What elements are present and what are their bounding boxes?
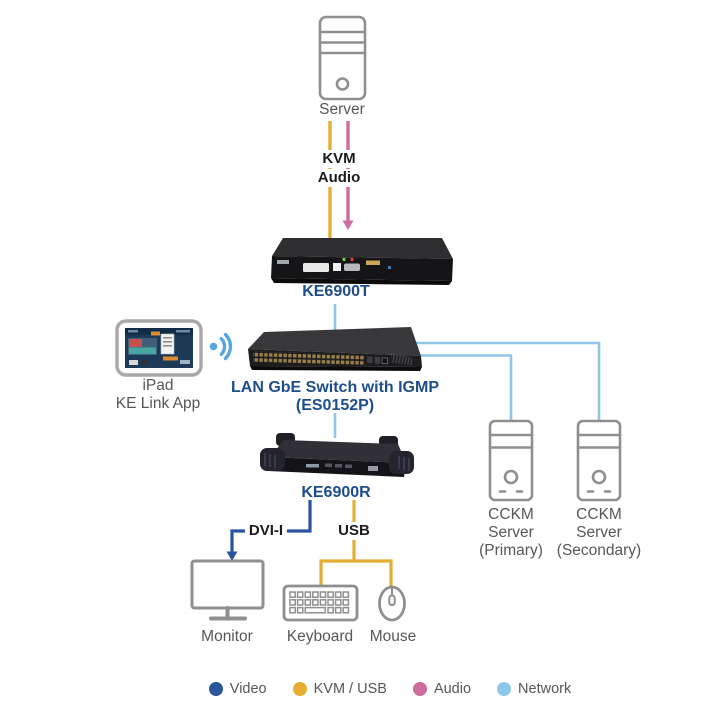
cckm-secondary-label-line1: CCKM <box>576 506 622 523</box>
mouse-icon <box>378 585 406 622</box>
cckm-primary-icon <box>488 419 534 502</box>
cckm-secondary-icon <box>576 419 622 502</box>
network-legend-dot <box>497 682 512 696</box>
legend-item-network: Network <box>497 681 571 697</box>
ke6900r-device <box>260 433 414 477</box>
ipad-app-label: KE Link App <box>115 395 201 412</box>
switch-label-line1: LAN GbE Switch with IGMP <box>231 379 439 396</box>
kvm-usb-legend-dot <box>292 682 307 696</box>
mouse-label: Mouse <box>369 628 417 645</box>
legend: Video KVM / USB Audio Network <box>34 681 712 697</box>
audio-legend-dot <box>412 682 427 696</box>
cckm-secondary-label-line3: (Secondary) <box>556 542 642 559</box>
cckm-secondary-label-line2: Server <box>576 524 622 541</box>
keyboard-icon <box>282 584 359 622</box>
monitor-icon <box>190 559 265 621</box>
network-lines <box>333 304 601 438</box>
cckm-primary-label-line1: CCKM <box>488 506 534 523</box>
dvi-cable-label: DVI-I <box>244 522 288 540</box>
kvm-cable-label: KVM <box>318 150 360 168</box>
ipad-label: iPad <box>142 377 174 394</box>
legend-label-video: Video <box>229 681 267 697</box>
legend-item-audio: Audio <box>412 681 472 697</box>
usb-cable-label: USB <box>334 522 374 540</box>
switch-device <box>248 327 422 371</box>
audio-cable-label: Audio <box>313 169 365 187</box>
legend-item-video: Video <box>208 681 267 697</box>
switch-label-line2: (ES0152P) <box>295 397 375 414</box>
cckm-primary-label-line2: Server <box>488 524 534 541</box>
legend-label-network: Network <box>518 681 572 697</box>
ke6900t-label: KE6900T <box>302 283 370 300</box>
server-label: Server <box>319 101 365 118</box>
audio-arrowhead <box>342 220 354 230</box>
video-legend-dot <box>208 682 223 696</box>
usb-cable <box>319 500 393 588</box>
monitor-label: Monitor <box>201 628 253 645</box>
wifi-icon <box>209 332 233 361</box>
dvi-arrowhead <box>226 551 238 561</box>
keyboard-label: Keyboard <box>286 628 354 645</box>
cckm-primary-label-line3: (Primary) <box>479 542 543 559</box>
ke6900t-device <box>271 238 453 285</box>
legend-label-audio: Audio <box>433 681 472 697</box>
ipad-icon <box>115 319 203 377</box>
ke6900r-label: KE6900R <box>301 484 371 501</box>
server-icon <box>318 15 367 101</box>
legend-item-kvm-usb: KVM / USB <box>292 681 387 697</box>
legend-label-kvm-usb: KVM / USB <box>313 681 387 697</box>
